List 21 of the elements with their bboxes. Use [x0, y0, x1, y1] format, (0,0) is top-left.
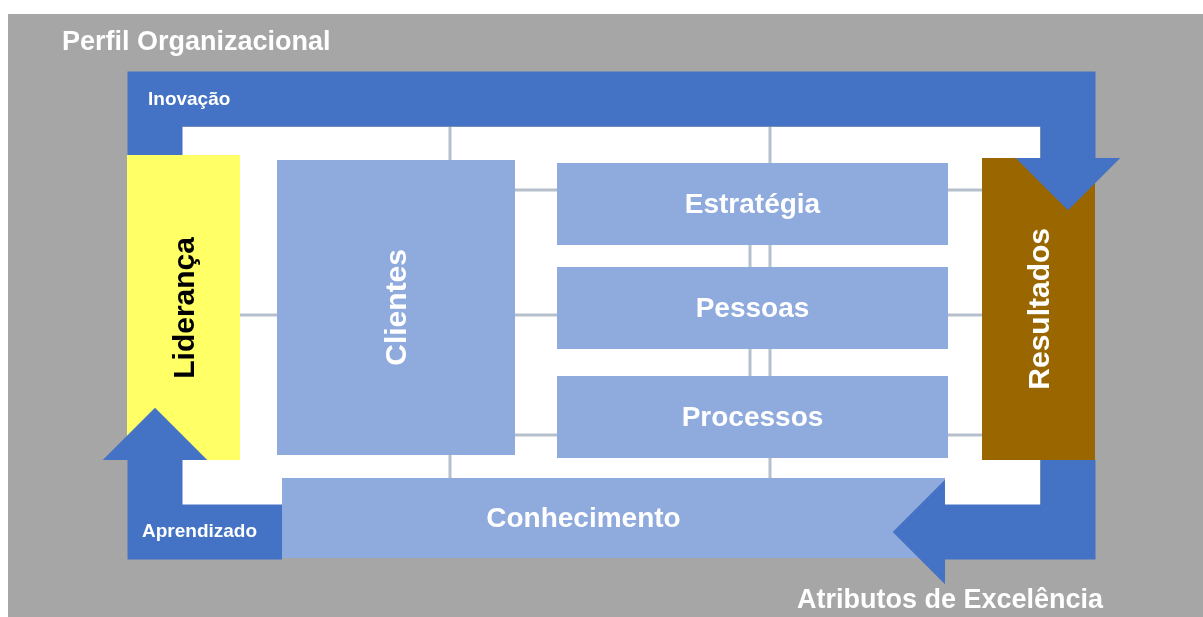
loop-arrow: [127, 71, 1121, 211]
panel-title: Perfil Organizacional: [62, 26, 331, 57]
box-label: Liderança: [166, 236, 201, 379]
box-label: Conhecimento: [486, 502, 681, 534]
process-box: [277, 160, 515, 455]
box-label: Pessoas: [695, 292, 810, 324]
box-label: Processos: [681, 401, 824, 433]
loop-arrow: [892, 460, 1096, 585]
process-box: [557, 267, 948, 349]
process-box: [557, 163, 948, 245]
results-block: [982, 158, 1095, 460]
panel-caption: Atributos de Excelência: [797, 584, 1104, 615]
process-box: [557, 376, 948, 458]
box-label: Clientes: [379, 249, 413, 366]
outer-panel: [8, 14, 1203, 617]
edge-label: Aprendizado: [142, 520, 258, 542]
box-label: Resultados: [1021, 228, 1056, 390]
leadership-block: [127, 155, 240, 460]
knowledge-band: [282, 478, 945, 558]
box-label: Estratégia: [684, 188, 821, 220]
edge-label: Inovação: [148, 88, 231, 110]
